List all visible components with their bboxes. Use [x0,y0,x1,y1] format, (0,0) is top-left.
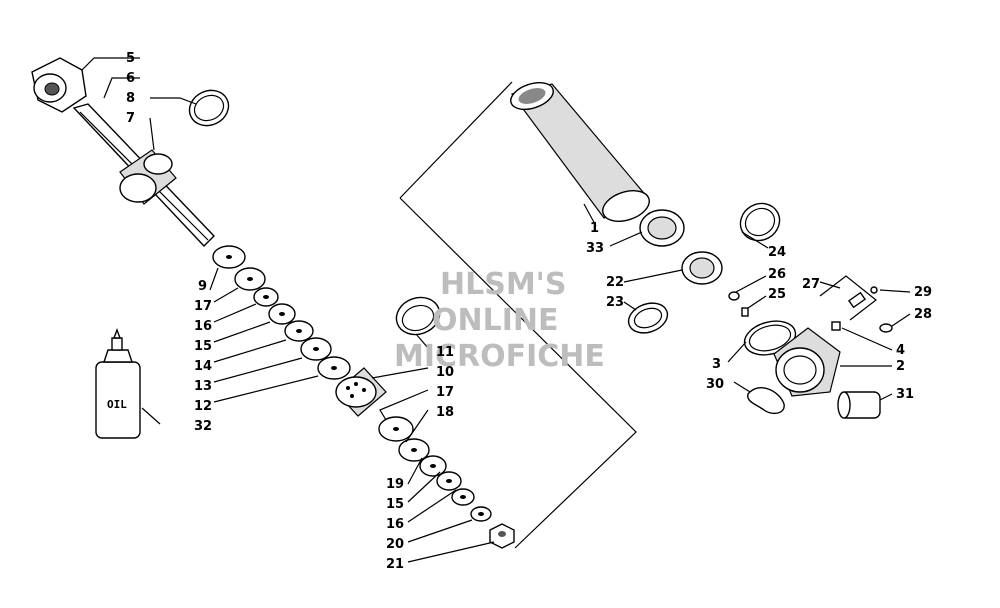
watermark-line-2: ONLINE [432,303,559,338]
callout-29: 29 [914,285,932,300]
washer-stack-upper [212,245,351,380]
callout-28: 28 [914,307,932,322]
callout-16-right: 16 [386,517,404,532]
callout-4: 4 [896,343,905,358]
part-5-eyelet [31,57,87,113]
callout-26: 26 [768,267,786,282]
part-26-o-ring [728,291,740,301]
callout-10: 10 [436,365,454,380]
callout-6: 6 [126,71,135,86]
part-11-piston-band [395,296,441,336]
callout-2: 2 [896,359,905,374]
callout-12: 12 [194,399,212,414]
callout-11: 11 [436,345,454,360]
callout-14: 14 [194,359,212,374]
callout-21: 21 [386,557,404,572]
watermark-line-1: HLSM'S [440,267,566,302]
callout-22: 22 [606,275,624,290]
part-10-piston [335,367,387,417]
callout-33: 33 [586,241,604,256]
callout-17-left: 17 [194,299,212,314]
part-23-clip [627,302,669,334]
part-30-bracket [747,387,785,415]
assembly-bracket [399,81,637,549]
callout-15-right: 15 [386,497,404,512]
callout-18: 18 [436,405,454,420]
part-32-oil-bottle: OIL [95,328,141,439]
callout-15-left: 15 [194,339,212,354]
callout-9: 9 [198,279,207,294]
part-7-seal-head [119,149,177,205]
callout-1: 1 [590,221,599,236]
callout-25: 25 [768,287,786,302]
callout-30: 30 [706,377,724,392]
part-22-seal [681,251,723,285]
part-27-valve-group [819,275,893,333]
bottle-label: OIL [107,398,127,411]
part-8-o-ring [188,89,230,127]
part-33-collar [639,209,685,247]
callout-32: 32 [194,419,212,434]
part-31-cap [837,391,881,419]
watermark-line-3: MICROFICHE [394,339,605,374]
callout-13: 13 [194,379,212,394]
part-21-nut [489,523,515,549]
watermark: HLSM'S ONLINE MICROFICHE [394,267,605,374]
callout-8: 8 [126,91,135,106]
callout-24: 24 [768,245,786,260]
part-25-valve [741,307,749,317]
callout-23: 23 [606,295,624,310]
washer-stack-lower [378,416,492,522]
callout-labels: 5 6 8 7 9 17 16 15 14 13 12 32 11 10 17 … [126,51,932,572]
leader-lines [81,57,911,563]
callout-31: 31 [896,387,914,402]
callout-20: 20 [386,537,404,552]
callout-27: 27 [802,277,820,292]
part-1-body-tube [510,82,650,222]
callout-3: 3 [712,357,721,372]
callout-5: 5 [126,51,135,66]
callout-19: 19 [386,477,404,492]
part-24-ring [739,202,781,242]
callout-16-left: 16 [194,319,212,334]
part-2-reservoir [773,327,841,397]
callout-7: 7 [126,111,135,126]
callout-17-right: 17 [436,385,454,400]
